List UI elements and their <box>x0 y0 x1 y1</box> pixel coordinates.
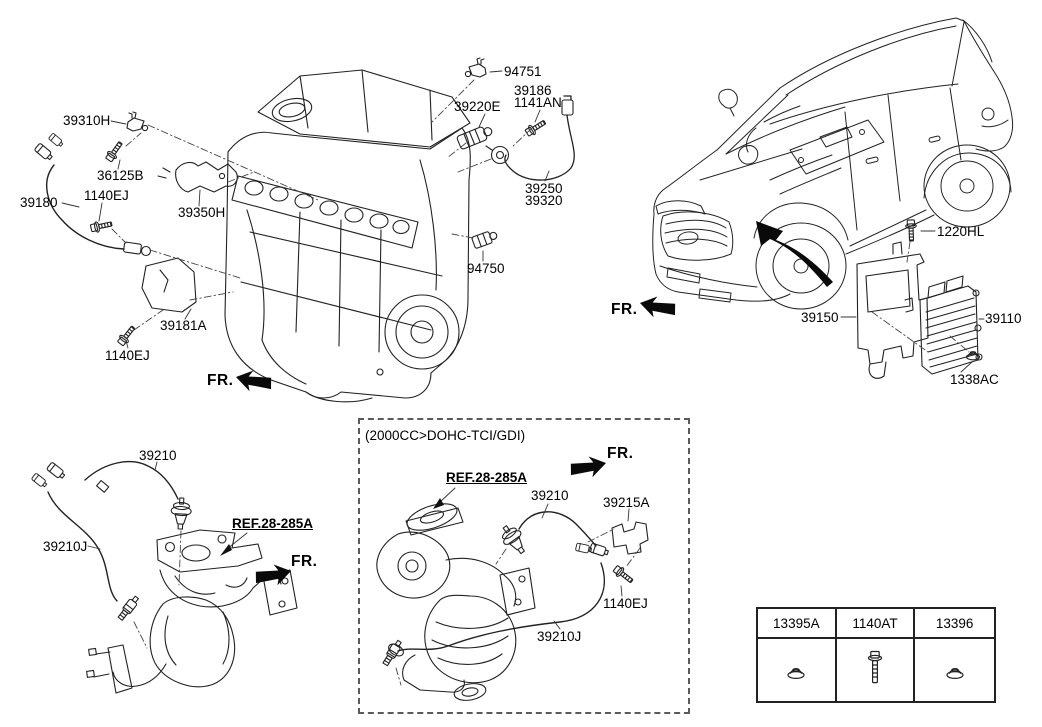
part-label-39150: 39150 <box>801 310 839 325</box>
part-label-39180: 39180 <box>20 195 58 210</box>
fastener-header-13396: 13396 <box>915 609 994 639</box>
fr-arrow-vehicle <box>640 296 676 318</box>
fr-arrow-manifold <box>255 564 291 586</box>
part-label-1338AC: 1338AC <box>950 372 999 387</box>
fr-arrow-gdi <box>570 456 606 478</box>
engine-sensors <box>33 57 575 348</box>
part-label-1220HL: 1220HL <box>937 224 985 239</box>
engine-illustration <box>224 69 471 403</box>
part-label-39181A: 39181A <box>160 318 207 333</box>
part-label-39220E: 39220E <box>454 99 501 114</box>
leader-lines <box>61 70 985 630</box>
fastener-cell-13396 <box>915 639 994 701</box>
ref-label-gdi: REF.28-285A <box>446 470 528 485</box>
part-label-1140EJ-top: 1140EJ <box>84 188 129 203</box>
fr-label-manifold: FR. <box>291 553 318 570</box>
fr-label-gdi: FR. <box>607 445 634 462</box>
part-label-39350H: 39350H <box>178 205 226 220</box>
part-label-39210-manifold: 39210 <box>139 448 177 463</box>
part-label-39186: 39186 <box>514 83 552 98</box>
part-label-39110: 39110 <box>985 311 1022 326</box>
part-label-39310H: 39310H <box>63 113 111 128</box>
part-label-94750: 94750 <box>467 261 505 276</box>
part-label-39320: 39320 <box>525 193 563 208</box>
construction-lines <box>111 79 970 686</box>
part-label-39210J-manifold: 39210J <box>43 539 88 554</box>
part-label-1140EJ-bottom: 1140EJ <box>105 348 150 363</box>
part-label-94751: 94751 <box>504 64 542 79</box>
vehicle-illustration <box>652 17 1014 310</box>
fr-arrow-engine <box>236 370 272 392</box>
fr-arrows <box>236 296 676 586</box>
fastener-header-13395A: 13395A <box>758 609 837 639</box>
nut-icon <box>946 667 964 680</box>
fr-label-vehicle: FR. <box>611 301 638 318</box>
part-label-39250: 39250 <box>525 181 563 196</box>
part-label-39210J-gdi: 39210J <box>537 629 582 644</box>
gdi-box-title: (2000CC>DOHC-TCI/GDI) <box>365 428 526 443</box>
part-label-39210-gdi: 39210 <box>531 488 569 503</box>
fr-label-engine: FR. <box>207 372 234 389</box>
nut-icon <box>787 667 805 680</box>
fastener-cell-1140AT <box>837 639 916 701</box>
gdi-variant-box <box>358 418 690 714</box>
part-label-1140EJ-gdi: 1140EJ <box>603 596 648 611</box>
ref-label-manifold: REF.28-285A <box>232 516 314 531</box>
fastener-table: 13395A 1140AT 13396 <box>756 607 996 703</box>
part-label-36125B: 36125B <box>97 168 144 183</box>
fastener-header-1140AT: 1140AT <box>836 609 916 639</box>
part-label-1141AN: 1141AN <box>514 95 562 110</box>
part-label-39215A: 39215A <box>603 495 650 510</box>
bolt-icon <box>867 650 883 684</box>
ecu-illustration <box>856 219 983 379</box>
fastener-cell-13395A <box>758 639 837 701</box>
gdi-manifold-illustration <box>376 503 649 701</box>
